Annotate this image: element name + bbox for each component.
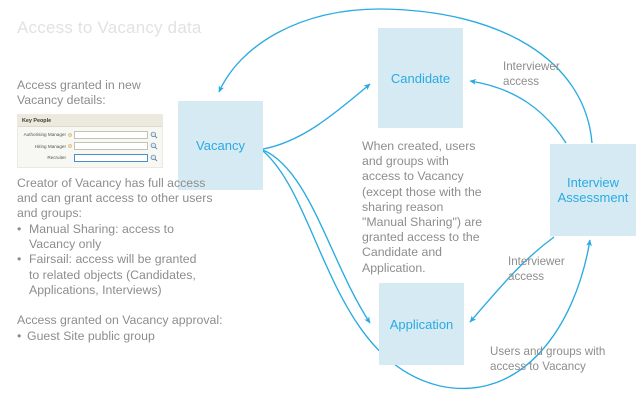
left-intro-line2: Vacancy details: [17, 93, 106, 108]
left-intro-line1: Access granted in new [17, 78, 141, 92]
form-label-recruiter: Recruiter [47, 155, 66, 160]
page-title: Access to Vacancy data [17, 18, 202, 37]
form-row-authorising-manager: Authorising Manager [20, 130, 158, 139]
required-marker-icon [68, 132, 72, 137]
left-intro: Access granted in new Vacancy details: [17, 78, 217, 108]
bullet-icon: • [17, 329, 22, 343]
node-vacancy-label: Vacancy [196, 138, 245, 153]
approval-paragraph: Access granted on Vacancy approval: [17, 313, 223, 327]
edge-vacancy-to-application [262, 149, 371, 324]
node-candidate-label: Candidate [390, 70, 451, 86]
edge-label-users-groups-access: Users and groups with access to Vacancy [490, 345, 605, 374]
form-row-recruiter: Recruiter [20, 153, 158, 162]
node-application-label: Application [389, 316, 454, 332]
creator-bullet-list: • Manual Sharing: access to Vacancy only… [17, 222, 217, 298]
required-marker-icon [68, 144, 72, 148]
magnifier-lookup-icon[interactable] [150, 142, 158, 150]
list-item: • Guest Site public group [17, 329, 232, 344]
authorising-manager-field[interactable] [74, 130, 148, 139]
bullet-icon: • [17, 222, 22, 236]
key-people-form-rows: Authorising Manager Hiring Manager [18, 127, 162, 167]
creator-paragraph: Creator of Vacancy has full access and c… [17, 176, 213, 221]
bullet-icon: • [17, 252, 22, 267]
node-candidate[interactable]: Candidate [378, 28, 463, 128]
magnifier-lookup-icon[interactable] [150, 154, 158, 162]
edge-label-interviewer-access-bottom: Interviewer access [508, 255, 565, 284]
form-row-hiring-manager: Hiring Manager [20, 142, 158, 151]
edge-label-users-groups-access-line1: Users and groups with [490, 345, 606, 358]
form-label-hiring-manager: Hiring Manager [34, 143, 66, 149]
approval-bullet-1: Guest Site public group [27, 329, 155, 343]
magnifier-lookup-icon[interactable] [150, 131, 158, 139]
edge-label-interviewer-access-top-line2: access [503, 74, 540, 88]
node-interview-assessment-label-line1: Interview [566, 175, 620, 190]
node-vacancy[interactable]: Vacancy [178, 101, 263, 190]
creator-bullet-2: Fairsail: access will be granted to rela… [29, 252, 197, 297]
edge-interview-to-candidate [469, 79, 567, 144]
edge-vacancy-to-candidate [262, 83, 371, 150]
recruiter-field[interactable] [74, 153, 148, 162]
edge-label-interviewer-access-top-line1: Interviewer [503, 60, 560, 73]
form-label-authorising-manager: Authorising Manager [23, 132, 66, 137]
approval-bullet-list: • Guest Site public group [17, 329, 232, 344]
edge-label-interviewer-access-bottom-line2: access [508, 269, 545, 283]
key-people-form[interactable]: Key People Authorising Manager Hiring Ma… [17, 114, 163, 168]
center-note: When created, users and groups with acce… [362, 139, 483, 275]
list-item: • Manual Sharing: access to Vacancy only [17, 222, 217, 252]
node-application[interactable]: Application [379, 283, 464, 365]
edge-label-interviewer-access-top: Interviewer access [503, 60, 560, 89]
edge-label-users-groups-access-line2: access to Vacancy [490, 359, 586, 373]
node-interview-assessment[interactable]: Interview Assessment [550, 144, 636, 236]
creator-bullet-1: Manual Sharing: access to Vacancy only [29, 222, 174, 252]
hiring-manager-field[interactable] [74, 142, 148, 150]
key-people-form-header: Key People [18, 115, 162, 127]
node-interview-assessment-label-line2: Assessment [557, 190, 629, 205]
edge-label-interviewer-access-bottom-line1: Interviewer [508, 255, 565, 268]
required-marker-placeholder-icon [68, 156, 72, 160]
list-item: • Fairsail: access will be granted to re… [17, 252, 217, 298]
